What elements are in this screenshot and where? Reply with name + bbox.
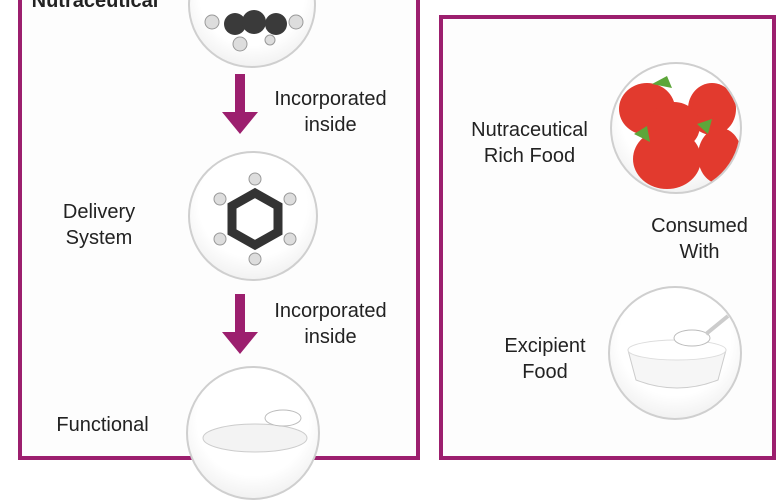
arrow1-label-line1: Incorporated: [274, 88, 387, 110]
consumed-with-label: Consumed With: [632, 213, 767, 265]
yogurt-bowl-icon: [627, 314, 730, 389]
down-arrow-icon: [222, 294, 258, 354]
functional-label: Functional: [56, 414, 149, 436]
excipient-food-label: Excipient Food: [480, 333, 610, 385]
rich-food-line1: Nutraceutical: [471, 119, 588, 141]
consumed-line2: With: [679, 241, 720, 263]
benzene-image: [188, 151, 318, 281]
consumed-line1: Consumed: [651, 215, 748, 237]
benzene-ring-icon: [213, 172, 297, 266]
strawberries-icon: [619, 76, 740, 189]
delivery-label-line2: System: [65, 227, 133, 249]
delivery-system-label: Delivery System: [40, 199, 158, 251]
nutraceutical-rich-food-label: Nutraceutical Rich Food: [452, 117, 607, 169]
excipient-line1: Excipient: [504, 335, 586, 357]
delivery-label-line1: Delivery: [62, 201, 136, 223]
nutraceutical-label: Nutraceutical: [31, 0, 159, 12]
excipient-line2: Food: [522, 361, 568, 383]
rich-food-line2: Rich Food: [483, 145, 576, 167]
arrow1-label-line2: inside: [304, 114, 357, 136]
molecule-icon: [204, 10, 304, 52]
arrow2-label-line1: Incorporated: [274, 300, 387, 322]
yogurt-image-left: [186, 366, 320, 500]
arrow1-label: Incorporated inside: [258, 86, 403, 138]
strawberries-image: [610, 62, 742, 194]
yogurt-bowl-icon: [202, 409, 308, 453]
down-arrow-icon: [222, 74, 258, 134]
arrow2-label-line2: inside: [304, 326, 357, 348]
yogurt-image-right: [608, 286, 742, 420]
arrow2-label: Incorporated inside: [258, 298, 403, 350]
